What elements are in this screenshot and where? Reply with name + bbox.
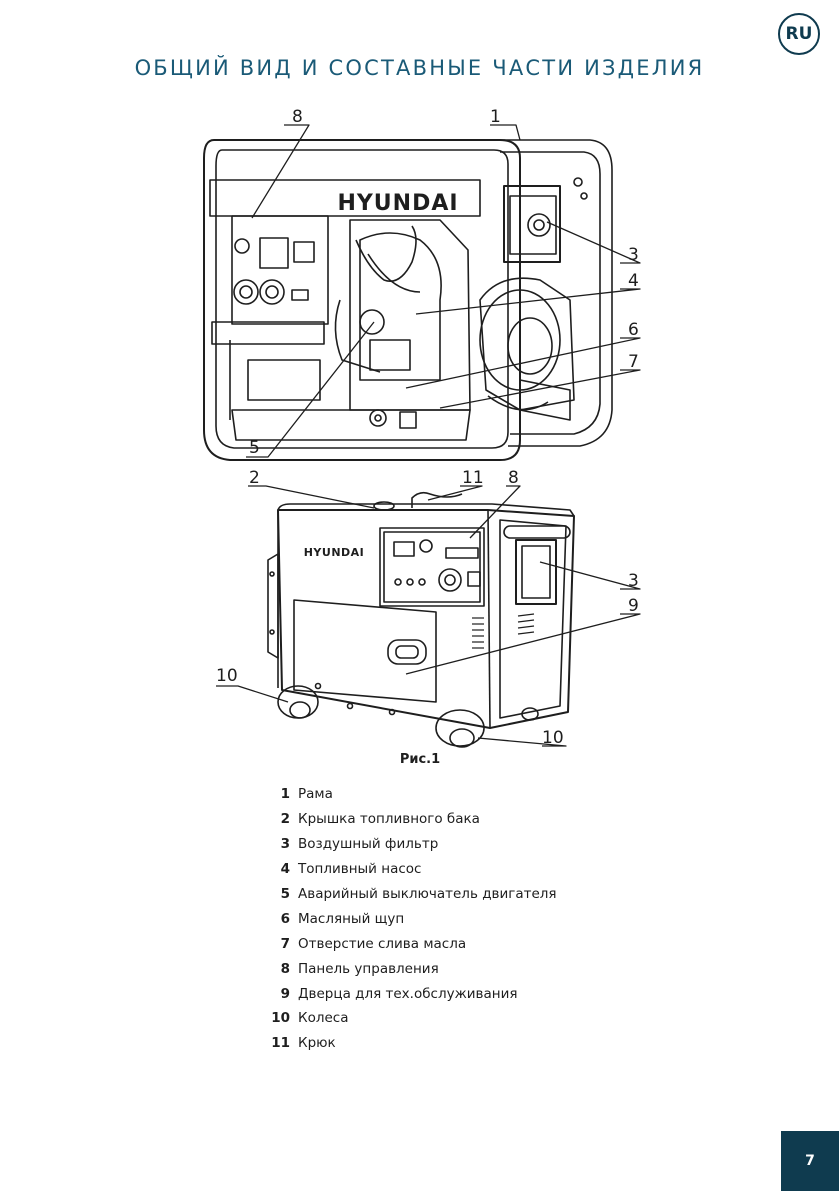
brand-logo-top: HYUNDAI	[337, 191, 458, 216]
callout-leaders	[216, 124, 641, 747]
callout-7: 7	[628, 352, 639, 372]
callout-6: 6	[628, 320, 639, 340]
item-number: 3	[280, 836, 290, 853]
callout-10-left: 10	[216, 666, 238, 686]
enclosed-generator	[267, 491, 575, 748]
callout-1: 1	[490, 107, 501, 127]
item-number: 9	[280, 985, 290, 1002]
item-label: Крюк	[298, 1035, 336, 1052]
list-item: 6 Масляный щуп	[262, 906, 557, 931]
list-item: 1 Рама	[262, 782, 557, 807]
parts-list: 1 Рама 2 Крышка топливного бака 3 Воздушный…	[262, 782, 557, 1056]
item-label: Колеса	[298, 1010, 349, 1027]
item-label: Отверстие слива масла	[298, 935, 467, 952]
callout-3-bottom: 3	[628, 571, 639, 591]
page-number: 7	[781, 1131, 839, 1191]
item-label: Рама	[298, 786, 333, 803]
page-title: ОБЩИЙ ВИД И СОСТАВНЫЕ ЧАСТИ ИЗДЕЛИЯ	[134, 56, 705, 80]
generator-figure: HYUNDAI HYUNDAI 8 1 3 4 6 7 5 2 11 8 3 9…	[203, 107, 641, 748]
item-label: Аварийный выключатель двигателя	[298, 886, 557, 902]
list-item: 5 Аварийный выключатель двигателя	[262, 882, 557, 907]
callout-8-bottom: 8	[508, 468, 519, 488]
callout-4: 4	[628, 271, 639, 291]
item-number: 8	[280, 960, 290, 977]
item-number: 10	[271, 1010, 290, 1027]
item-number: 2	[280, 811, 290, 828]
figure-caption: Рис.1	[399, 752, 441, 767]
list-item: 7 Отверстие слива масла	[262, 931, 557, 956]
callout-2: 2	[249, 468, 260, 488]
item-number: 7	[280, 935, 290, 952]
list-item: 3 Воздушный фильтр	[262, 832, 557, 857]
item-number: 4	[280, 861, 290, 878]
callout-9: 9	[628, 596, 639, 616]
item-label: Панель управления	[298, 960, 439, 977]
item-label: Крышка топливного бака	[298, 811, 480, 828]
item-number: 11	[271, 1035, 290, 1052]
callout-10-right: 10	[542, 728, 564, 748]
item-label: Топливный насос	[298, 861, 422, 878]
item-number: 6	[280, 910, 290, 927]
callout-5: 5	[249, 438, 260, 458]
callout-11: 11	[462, 468, 484, 488]
list-item: 2 Крышка топливного бака	[262, 807, 557, 832]
list-item: 8 Панель управления	[262, 956, 557, 981]
list-item: 10 Колеса	[262, 1006, 557, 1031]
brand-logo-bottom: HYUNDAI	[304, 546, 365, 559]
list-item: 4 Топливный насос	[262, 857, 557, 882]
list-item: 11 Крюк	[262, 1031, 557, 1056]
item-label: Масляный щуп	[298, 910, 405, 927]
callout-8-top: 8	[292, 107, 303, 127]
item-number: 1	[280, 786, 290, 803]
item-label: Воздушный фильтр	[298, 836, 439, 853]
callout-3-top: 3	[628, 245, 639, 265]
open-frame-generator	[203, 139, 613, 461]
item-number: 5	[280, 886, 290, 902]
list-item: 9 Дверца для тех.обслуживания	[262, 981, 557, 1006]
language-badge: RU	[778, 13, 820, 55]
item-label: Дверца для тех.обслуживания	[298, 985, 518, 1002]
